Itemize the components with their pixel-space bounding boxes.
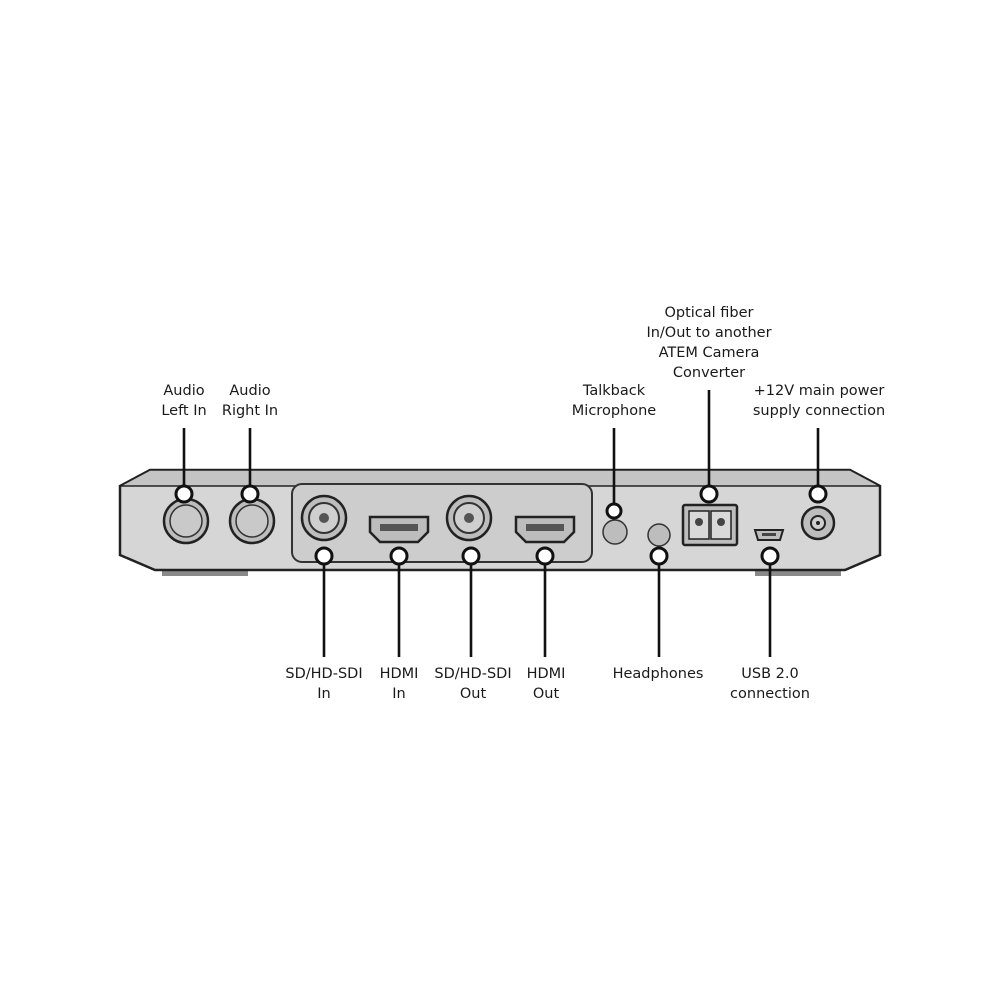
usb-port xyxy=(753,529,785,541)
marker-headphones xyxy=(649,546,669,566)
hdmi-in-port xyxy=(368,515,430,544)
label-headphones: Headphones xyxy=(612,666,704,682)
marker-optical xyxy=(699,484,719,504)
headphones-port xyxy=(647,523,671,547)
hdmi-out-port xyxy=(514,515,576,544)
audio-right-in-port xyxy=(228,497,276,545)
marker-sdi-out xyxy=(461,546,481,566)
marker-hdmi-out xyxy=(535,546,555,566)
sdi-in-port xyxy=(300,494,348,542)
marker-usb xyxy=(760,546,780,566)
video-io-panel xyxy=(291,483,593,563)
marker-talkback xyxy=(605,502,623,520)
power-port xyxy=(800,505,836,541)
marker-audio-left xyxy=(174,484,194,504)
marker-sdi-in xyxy=(314,546,334,566)
device-top-edge xyxy=(119,469,881,487)
marker-power xyxy=(808,484,828,504)
audio-left-in-port xyxy=(162,497,210,545)
sdi-out-port xyxy=(445,494,493,542)
marker-hdmi-in xyxy=(389,546,409,566)
talkback-microphone-port xyxy=(602,519,628,545)
optical-fiber-port xyxy=(681,503,739,547)
marker-audio-right xyxy=(240,484,260,504)
